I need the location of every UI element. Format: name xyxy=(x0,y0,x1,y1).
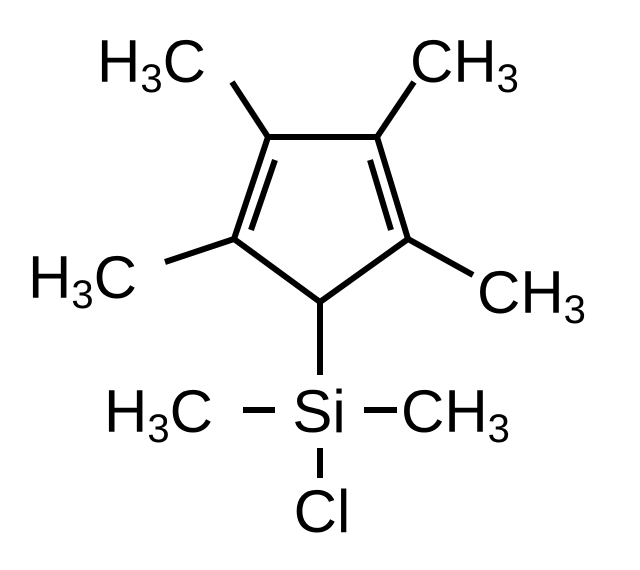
bond-to-methyl-top-left xyxy=(229,80,271,139)
si-methyl-right-label: CH3 xyxy=(401,378,510,451)
bond-to-methyl-right xyxy=(406,236,475,278)
substituent-bonds xyxy=(164,80,475,478)
methyl-top-left-label: H3C xyxy=(97,28,206,101)
bond-to-methyl-left xyxy=(164,236,235,265)
bond-to-methyl-top-right xyxy=(374,80,417,139)
ring-bond-upper-left xyxy=(231,136,271,240)
ring-double-bond-inner-right xyxy=(367,159,394,231)
silicon-label: Si xyxy=(292,378,345,445)
chlorine-label: Cl xyxy=(294,478,351,545)
methyl-top-right-label: CH3 xyxy=(410,28,519,101)
ring-bond-lower-left xyxy=(232,236,322,305)
ring-double-bond-inner-left xyxy=(248,159,278,231)
ring-bond-upper-right xyxy=(374,136,411,240)
methyl-left-label: H3C xyxy=(28,244,137,317)
cyclopentadiene-ring xyxy=(231,134,411,305)
methyl-right-label: CH3 xyxy=(477,259,586,332)
ring-bond-lower-right xyxy=(318,236,410,305)
si-methyl-left-label: H3C xyxy=(104,378,213,451)
